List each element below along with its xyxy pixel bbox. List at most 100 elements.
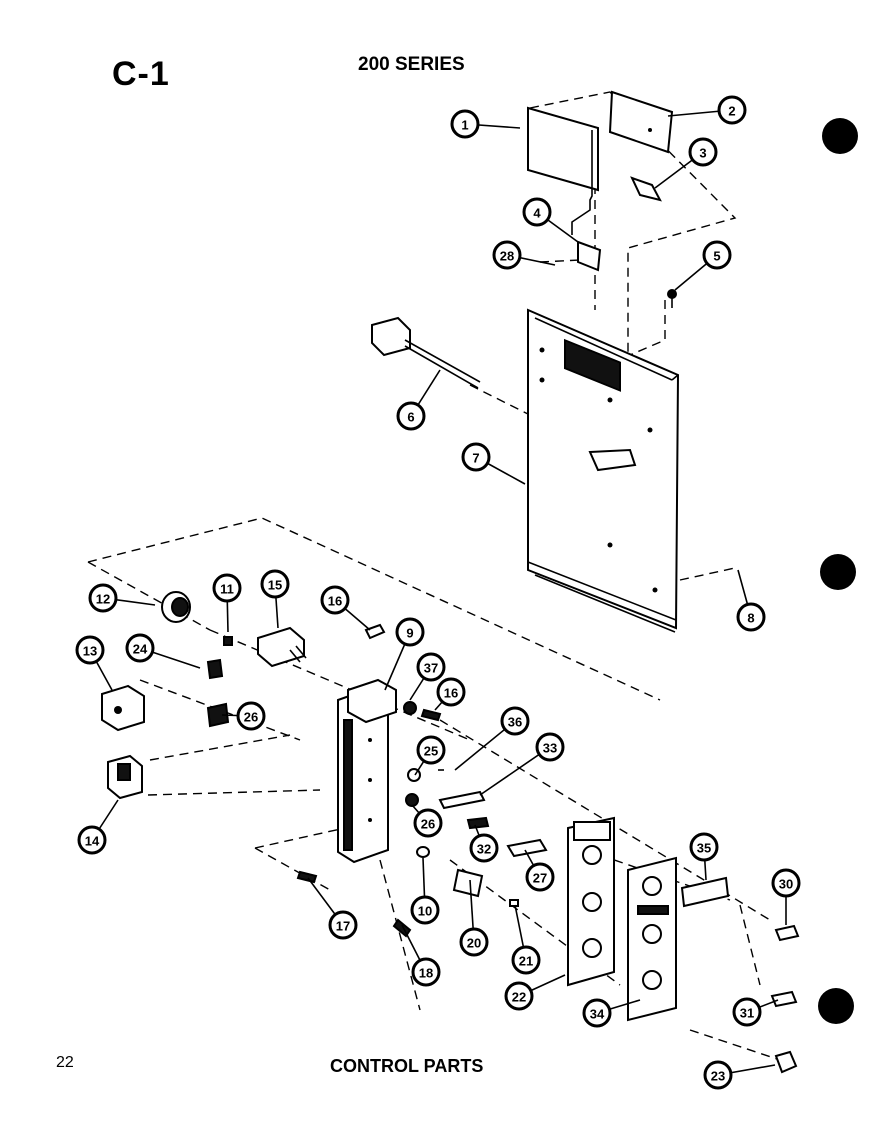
- callout-circle: [320, 585, 350, 615]
- callout-number: 17: [336, 919, 350, 934]
- part-1-bracket: [527, 106, 599, 235]
- callout-number: 23: [711, 1069, 725, 1084]
- callout-1: 1: [450, 109, 521, 139]
- callout-25: 25: [414, 735, 446, 776]
- callout-32: 32: [469, 824, 499, 863]
- part-26-block: [206, 702, 230, 728]
- binder-hole-middle: [820, 554, 856, 590]
- callout-22: 22: [504, 974, 566, 1011]
- callout-number: 7: [472, 451, 479, 466]
- callout-circle: [413, 808, 443, 838]
- callout-number: 33: [543, 741, 557, 756]
- callout-20: 20: [459, 879, 489, 957]
- part-16-screw: [420, 708, 442, 722]
- callout-16: 16: [320, 585, 371, 631]
- part-30-button: [774, 924, 800, 942]
- callout-17: 17: [307, 877, 358, 940]
- callout-circle: [771, 868, 801, 898]
- callout-30: 30: [771, 868, 801, 925]
- callout-circle: [703, 1060, 733, 1090]
- callout-circle: [212, 573, 242, 603]
- callout-number: 36: [508, 715, 522, 730]
- part-27-lever: [506, 838, 548, 858]
- callout-28: 28: [492, 240, 556, 270]
- part-12-knob: [161, 591, 191, 623]
- part-15-switch: [257, 626, 307, 668]
- callout-number: 10: [418, 904, 432, 919]
- part-18-screw: [392, 918, 412, 938]
- callout-number: 26: [421, 817, 435, 832]
- callout-circle: [395, 617, 425, 647]
- page-code: C-1: [112, 55, 170, 93]
- part-21-pin: [509, 899, 519, 907]
- part-22-escutcheon: [567, 816, 615, 987]
- callout-number: 31: [740, 1006, 754, 1021]
- callout-number: 9: [406, 626, 413, 641]
- callout-circle: [504, 981, 534, 1011]
- callout-circle: [75, 635, 105, 665]
- callout-circle: [125, 633, 155, 663]
- callout-circle: [522, 197, 552, 227]
- part-3-clip: [630, 176, 662, 202]
- callout-14: 14: [77, 799, 119, 855]
- callout-circle: [461, 442, 491, 472]
- callout-circle: [410, 895, 440, 925]
- callout-circle: [702, 240, 732, 270]
- part-31-button: [770, 990, 798, 1008]
- part-4-hinge: [577, 240, 602, 272]
- callout-circle: [416, 652, 446, 682]
- callout-number: 4: [533, 206, 541, 221]
- callout-16: 16: [434, 677, 466, 711]
- callout-circle: [688, 137, 718, 167]
- callout-36: 36: [454, 706, 530, 771]
- part-32-spring: [466, 816, 490, 830]
- callout-circle: [500, 706, 530, 736]
- callout-circle: [260, 569, 290, 599]
- callout-number: 15: [268, 578, 282, 593]
- part-20-spring: [452, 868, 484, 898]
- callout-number: 32: [477, 842, 491, 857]
- callout-number: 8: [747, 611, 754, 626]
- callout-12: 12: [88, 583, 156, 613]
- callout-24: 24: [125, 633, 201, 669]
- callout-23: 23: [703, 1060, 776, 1090]
- callout-number: 18: [419, 966, 433, 981]
- callout-9: 9: [384, 617, 425, 691]
- callout-5: 5: [674, 240, 732, 291]
- callout-13: 13: [75, 635, 113, 691]
- callout-number: 3: [699, 146, 706, 161]
- callout-circle: [450, 109, 480, 139]
- callout-circle: [328, 910, 358, 940]
- callout-circle: [236, 701, 266, 731]
- callout-circle: [492, 240, 522, 270]
- callout-circle: [535, 732, 565, 762]
- part-37-nut: [403, 701, 417, 715]
- part-17-screw: [296, 870, 318, 884]
- callout-circle: [689, 832, 719, 862]
- callout-circle: [582, 998, 612, 1028]
- callout-2: 2: [667, 95, 747, 125]
- callout-circle: [88, 583, 118, 613]
- part-16-tab: [364, 623, 386, 640]
- callout-3: 3: [654, 137, 718, 189]
- callout-circle: [736, 602, 766, 632]
- callout-number: 37: [424, 661, 438, 676]
- callout-4: 4: [522, 197, 579, 243]
- callout-8: 8: [736, 569, 766, 632]
- part-10-bushing: [416, 846, 430, 858]
- diagram-caption: CONTROL PARTS: [330, 1056, 484, 1076]
- part-24-clip: [206, 658, 224, 680]
- callout-number: 14: [85, 834, 100, 849]
- callout-circle: [416, 735, 446, 765]
- callout-number: 2: [728, 104, 735, 119]
- callout-circle: [77, 825, 107, 855]
- binder-hole-top: [822, 118, 858, 154]
- part-6-shaft-assembly: [371, 316, 481, 389]
- callout-number: 1: [461, 118, 468, 133]
- callout-number: 13: [83, 644, 97, 659]
- callout-21: 21: [511, 904, 541, 975]
- part-33-slider: [438, 790, 486, 810]
- callout-27: 27: [524, 849, 555, 892]
- callout-circle: [459, 927, 489, 957]
